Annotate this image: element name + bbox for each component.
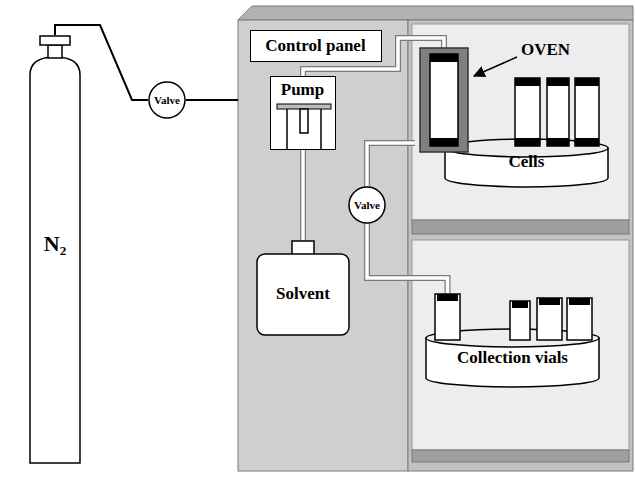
bottle-cap [292, 241, 314, 255]
cell-cap [547, 78, 569, 86]
vial-tray: Collection vials [425, 293, 600, 388]
cell-cap [430, 54, 458, 62]
housing-top [238, 6, 633, 20]
cylinder-neck [48, 45, 62, 58]
oven-compartment [412, 24, 629, 220]
cell-cap [515, 138, 540, 146]
leader-arrow [474, 57, 517, 76]
valve-symbol: Valve [348, 186, 386, 224]
cell-cap [430, 138, 458, 146]
node-label: N₂ [28, 231, 82, 257]
vial-cap [437, 294, 458, 301]
node-label: Valve [348, 198, 386, 212]
control-panel-box: Control panel [250, 30, 382, 62]
cylinder-body [30, 57, 80, 463]
extraction-cell [515, 78, 540, 146]
extraction-cell [430, 54, 458, 146]
vial-cap [512, 301, 528, 308]
solvent-pipe [301, 150, 305, 240]
solvent-bottle: Solvent [256, 240, 350, 336]
pump-piston [300, 109, 308, 133]
shelf [412, 220, 629, 234]
extraction-cell [547, 78, 569, 146]
node-label: Pump [271, 80, 334, 100]
solvent-pipe [367, 143, 415, 186]
pump-wall [320, 109, 322, 150]
node-label: Solvent [256, 284, 350, 304]
instrument-housing [238, 20, 408, 471]
pump-wall [286, 109, 288, 150]
node-label: Control panel [251, 36, 380, 56]
oven-chamber [420, 48, 468, 152]
extraction-cell [575, 78, 599, 146]
solvent-pipe [367, 224, 448, 293]
valve-circle [349, 187, 385, 223]
shape-outline [425, 293, 600, 388]
cell-cap [547, 138, 569, 146]
shelf [412, 450, 629, 462]
cylinder-valve-knob [40, 36, 70, 45]
pipe-outline [367, 224, 448, 293]
bottle-body [257, 254, 349, 335]
cell-cap [575, 78, 599, 86]
label-holder: OVEN [521, 40, 570, 60]
node-label: Cells [445, 152, 608, 172]
vial-compartment [412, 240, 629, 450]
collection-vial [510, 301, 530, 340]
gas-line [186, 99, 238, 101]
pipe-outline [300, 150, 306, 240]
compartment-frame [408, 20, 633, 471]
vial-cap [569, 298, 590, 305]
cell-cap [575, 138, 599, 146]
gas-cylinder: N₂ [28, 35, 82, 465]
cell-cap [515, 78, 540, 86]
collection-vial [567, 298, 592, 340]
vial-cap [539, 298, 560, 305]
valve-circle [149, 82, 185, 118]
node-label: Collection vials [425, 348, 600, 368]
pipe-outline [367, 143, 415, 186]
node-label: Valve [148, 93, 186, 107]
pump-box: Pump [270, 76, 336, 150]
collection-vial [435, 294, 460, 340]
part-label: OVEN [521, 40, 570, 60]
collection-vial [537, 298, 562, 340]
cell-tray: Cells [415, 48, 610, 188]
valve-symbol: Valve [148, 81, 186, 119]
